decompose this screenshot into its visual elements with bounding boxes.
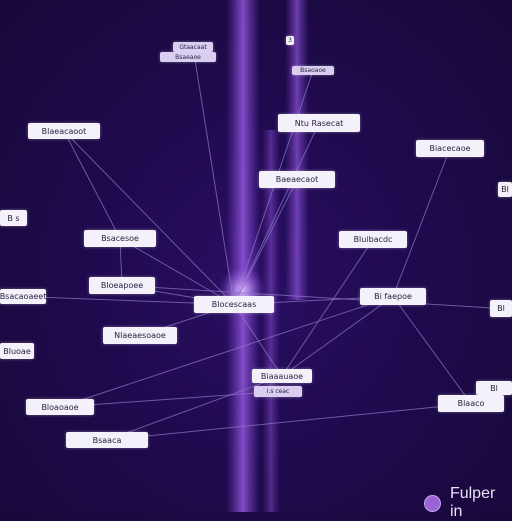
diagram-node[interactable]: Bl bbox=[490, 300, 512, 317]
edge-line bbox=[192, 46, 235, 305]
diagram-node[interactable]: Bsaeaoe bbox=[160, 52, 216, 62]
edge-line bbox=[119, 238, 235, 305]
diagram-node[interactable]: Bi faepoe bbox=[360, 288, 426, 305]
diagram-node[interactable]: 3 bbox=[286, 36, 294, 45]
diagram-node[interactable]: Bloeapoee bbox=[89, 277, 155, 294]
legend-label: Fulper in bbox=[449, 485, 496, 520]
edge-line bbox=[281, 296, 394, 377]
diagram-node[interactable]: Bluibacdc bbox=[339, 231, 407, 248]
diagram-node[interactable]: Biaaauaoe bbox=[252, 369, 312, 383]
light-beam bbox=[285, 0, 309, 300]
diagram-node[interactable]: Bl bbox=[498, 182, 512, 197]
edge-line bbox=[281, 239, 374, 377]
edge-line bbox=[392, 296, 472, 404]
diagram-node[interactable]: Baeaecaot bbox=[259, 171, 335, 188]
diagram-node[interactable]: Bloaoaoe bbox=[26, 399, 94, 415]
diagram-node[interactable]: Blocescaas bbox=[194, 296, 274, 313]
diagram-node[interactable]: Ntu Rasecat bbox=[278, 114, 360, 132]
diagram-node[interactable]: B s bbox=[0, 210, 27, 226]
edge-line bbox=[106, 375, 283, 441]
legend: Fulper in bbox=[424, 485, 512, 520]
edge-line bbox=[59, 391, 279, 408]
edge-line bbox=[106, 403, 472, 441]
edge-line bbox=[233, 304, 283, 377]
diagram-node[interactable]: Blaaco bbox=[438, 395, 504, 412]
diagram-node[interactable]: Bsaaca bbox=[66, 432, 148, 448]
diagram-node[interactable]: Bluoae bbox=[0, 343, 34, 359]
edge-line bbox=[233, 179, 298, 305]
legend-dot-icon bbox=[424, 494, 441, 512]
diagram-node[interactable]: Bl bbox=[476, 381, 512, 395]
light-beam bbox=[262, 130, 280, 512]
light-beam-group bbox=[218, 0, 309, 512]
edge-line bbox=[392, 148, 451, 297]
edge-line bbox=[233, 122, 320, 305]
diagram-node[interactable]: Bsacesoe bbox=[84, 230, 156, 247]
diagram-node[interactable]: Bsacaoaeet bbox=[0, 289, 46, 304]
diagram-node[interactable]: Biacecaoe bbox=[416, 140, 484, 157]
edge-line bbox=[121, 285, 502, 309]
diagram-node[interactable]: Nlaeaesoaoe bbox=[103, 327, 177, 344]
light-beam bbox=[226, 0, 260, 512]
diagram-node[interactable]: Bsaoaoe bbox=[292, 66, 334, 75]
diagram-node[interactable]: Blaeacaoot bbox=[28, 123, 100, 139]
diagram-node[interactable]: I.s ceac bbox=[254, 386, 302, 397]
edge-line bbox=[63, 130, 121, 239]
edge-line bbox=[59, 296, 394, 408]
diagram-node[interactable]: Gtaacaat bbox=[173, 42, 213, 52]
edge-line bbox=[63, 130, 235, 305]
